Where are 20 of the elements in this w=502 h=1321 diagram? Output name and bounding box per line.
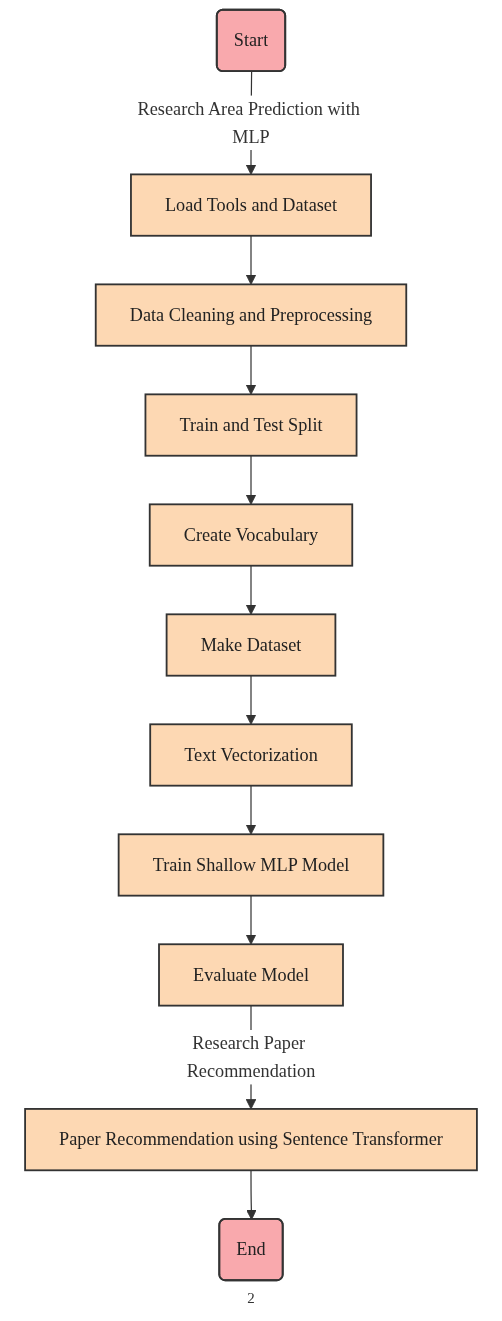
arrow (245, 565, 257, 615)
node-box: Evaluate Model (158, 943, 344, 1007)
node-box: Train and Test Split (144, 393, 358, 457)
page-number: 2 (247, 1290, 255, 1306)
arrow (245, 235, 257, 285)
arrow (245, 455, 257, 505)
arrow (246, 1169, 257, 1220)
node-box: Paper Recommendation using Sentence Transformer (24, 1108, 478, 1172)
node-box: Load Tools and Dataset (130, 173, 372, 237)
node-box: Create Vocabulary (148, 503, 354, 567)
arrow (245, 675, 257, 725)
arrow (245, 785, 257, 835)
arrow (245, 895, 257, 945)
node-box: Text Vectorization (149, 723, 353, 787)
edge-label: Research Area Prediction with MLP (137, 99, 360, 146)
node-box: Data Cleaning and Preprocessing (94, 283, 408, 347)
node-box: Make Dataset (165, 613, 337, 677)
edge-label: Research Paper Recommendation (186, 1033, 316, 1081)
arrow (245, 345, 257, 395)
node-box: Train Shallow MLP Model (117, 833, 385, 897)
